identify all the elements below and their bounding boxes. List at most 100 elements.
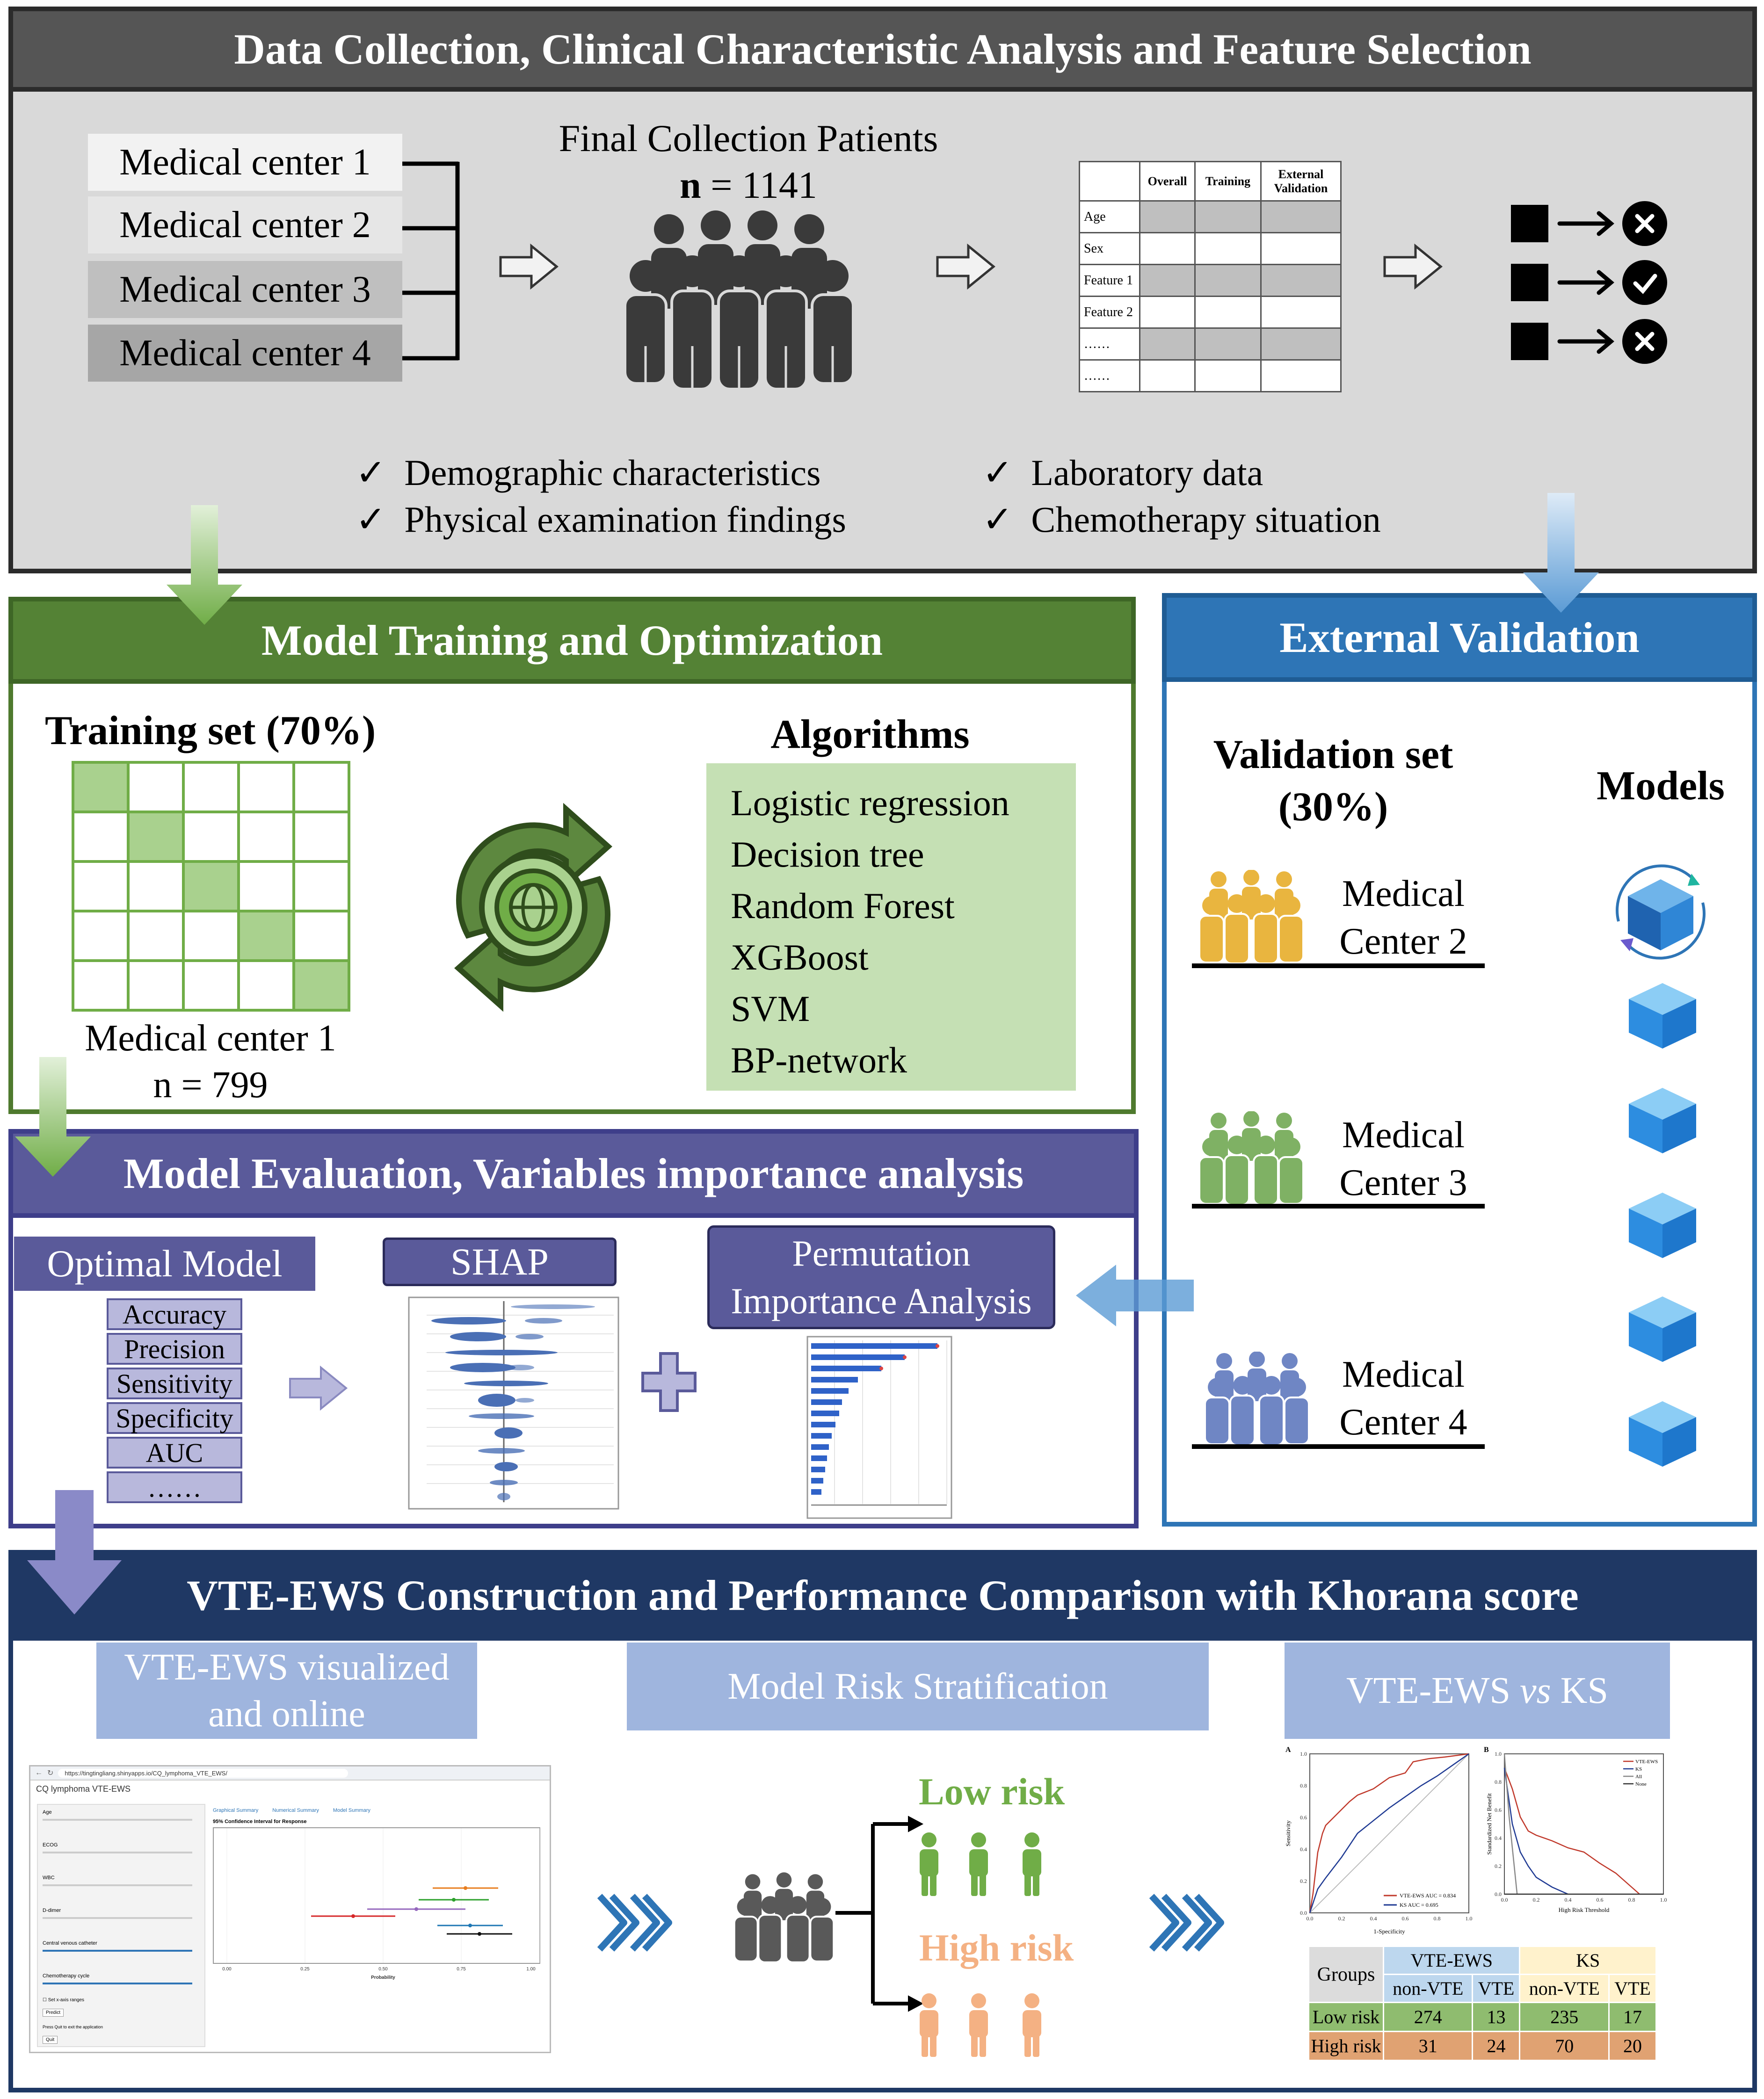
external-validation-header: External Validation [1162,593,1757,682]
table-cell: 20 [1608,2031,1657,2061]
models-label: Models [1581,758,1740,814]
table-cell [1139,296,1196,329]
app-chart-title: 95% Confidence Interval for Response [213,1819,307,1824]
back-icon: ← [35,1769,43,1777]
groups-table: Groups VTE-EWS KS non-VTE VTE non-VTE VT… [1308,1946,1657,2061]
slider-track [43,1950,192,1952]
patients-title-text: Final Collection Patients [559,117,938,159]
app-tick: 0.75 [457,1967,466,1972]
metric-more: …… [107,1471,242,1503]
quit-text: Quit [46,2037,55,2042]
roc-dca-panel: A B 0.00.00.20.20.40.40.60.60.80.81.01.0… [1285,1746,1667,1935]
dca-legend-text: All [1635,1774,1642,1780]
people-group-icon-center-4 [1204,1352,1310,1445]
y-tick-label: 0.2 [1495,1863,1502,1869]
field-label: Central venous catheter [43,1940,97,1946]
cube-icon [1629,1193,1696,1258]
vte-ews-header: VTE-EWS Construction and Performance Com… [8,1550,1757,1641]
plus-icon [641,1352,697,1412]
table-cell: 13 [1472,2002,1521,2032]
algorithm-item: XGBoost [731,937,869,977]
medical-center-1: Medical center 1 [88,134,402,191]
metric-precision: Precision [107,1333,242,1365]
col-header: non-VTE [1382,1974,1474,2003]
app-tab: Model Summary [333,1808,370,1813]
url-field: https://tingtingliang.shinyapps.io/CQ_ly… [58,1768,348,1778]
optimal-model-text: Optimal Model [47,1242,283,1285]
permutation-label: Permutation Importance Analysis [707,1225,1055,1329]
algorithms-list: Logistic regression Decision tree Random… [706,763,1076,1091]
patients-n-value: = 1141 [711,164,817,206]
x-tick-label: 0.8 [1434,1915,1441,1922]
col-header: non-VTE [1519,1974,1610,2003]
low-risk-people-icon [920,1832,1041,1896]
input-ecog: ECOG [43,1842,58,1848]
arrow-down-icon [1523,493,1599,613]
table-cell [1194,359,1262,392]
algorithm-item: Random Forest [731,885,955,926]
y-tick-label: 0.0 [1495,1891,1502,1897]
table-cell: 31 [1382,2031,1474,2061]
validation-center-3-line2: Center 3 [1339,1162,1467,1203]
training-n-text: n = 799 [153,1064,268,1106]
field-label: D-dimer [43,1908,61,1913]
quit-note-text: Press Quit to exit the application [43,2025,103,2029]
medical-center-3-label: Medical center 3 [119,268,371,310]
y-tick-label: 1.0 [1300,1751,1307,1757]
dca-y-label: Standardized Net Benefit [1486,1793,1493,1855]
algorithm-item: Decision tree [731,834,924,875]
model-evaluation-header: Model Evaluation, Variables importance a… [8,1129,1139,1218]
series-line-vte-ews [1503,1767,1640,1895]
table-header-overall: Overall [1139,161,1196,202]
table-cell [1260,296,1342,329]
table-row-label: …… [1078,327,1141,361]
row-label: Low risk [1308,2002,1384,2032]
split-bracket [835,1816,924,2012]
app-title: CQ lymphoma VTE-EWS [36,1784,131,1794]
y-tick-label: 1.0 [1495,1751,1502,1757]
input-wbc: WBC [43,1875,55,1881]
metric-text: Specificity [116,1403,233,1433]
table-row-label: Feature 1 [1078,264,1141,297]
metric-text: Accuracy [122,1299,227,1330]
permutation-line1: Permutation [792,1233,971,1274]
validation-center-4-label: Medical Center 4 [1319,1351,1488,1446]
data-collection-header: Data Collection, Clinical Characteristic… [8,7,1757,92]
x-tick-label: 0.6 [1402,1915,1409,1922]
medical-center-4-label: Medical center 4 [119,332,371,374]
checklist-text: Physical examination findings [404,499,846,540]
shap-beeswarm-plot [408,1296,619,1510]
table-cell: 235 [1519,2002,1610,2032]
arrow-down-icon [27,1490,122,1614]
high-risk-label: High risk [889,1922,1104,1974]
high-risk-people-icon [920,1993,1041,2057]
validation-center-2-line2: Center 2 [1339,921,1467,962]
low-risk-label: Low risk [889,1766,1095,1817]
roc-y-label: Sensitivity [1285,1820,1292,1846]
section2-title: Model Training and Optimization [261,616,883,664]
panel-a-label: A [1285,1746,1291,1754]
app-tabs: Graphical Summary Numerical Summary Mode… [213,1808,370,1813]
shiny-app-screenshot: ← ↻ https://tingtingliang.shinyapps.io/C… [29,1765,551,2053]
table-cell [1194,327,1262,361]
col-header: VTE [1472,1974,1521,2003]
table-cell [1194,232,1262,265]
patients-count: n = 1141 [585,162,912,209]
y-tick-label: 0.8 [1495,1779,1502,1785]
validation-set-line2: (30%) [1278,784,1388,830]
slider-track [43,1852,192,1853]
x-tick-label: 0.2 [1338,1915,1345,1922]
checklist-item: ✓ Chemotherapy situation [982,499,1381,541]
vs-word: vs [1520,1670,1551,1711]
checklist-text: Chemotherapy situation [1031,499,1381,540]
table-cell [1139,359,1196,392]
series-line-all [1503,1753,1518,1895]
algorithms-title-text: Algorithms [770,711,970,757]
table-cell: 274 [1382,2002,1474,2032]
predict-button: Predict [43,2009,64,2017]
checklist-item: ✓ Laboratory data [982,452,1263,494]
patients-group-icon [733,1872,835,1963]
cube-icon [1629,1401,1696,1467]
patients-title: Final Collection Patients [538,115,959,162]
y-tick-label: 0.8 [1300,1782,1307,1789]
